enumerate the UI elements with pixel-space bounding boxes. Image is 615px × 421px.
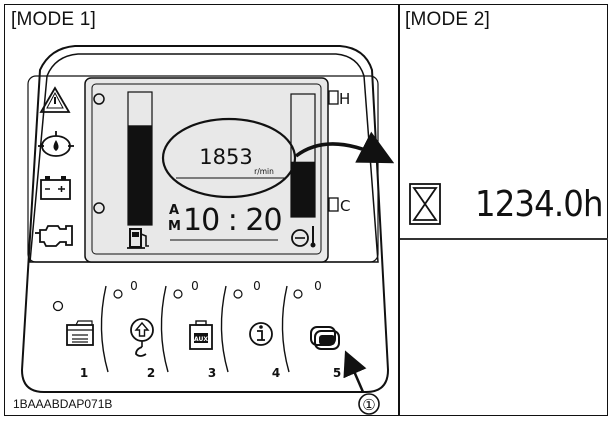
hook-up-arrow-icon[interactable] xyxy=(130,318,154,357)
rpm-value: 1853 xyxy=(199,145,252,169)
fuel-pump-icon xyxy=(127,228,149,249)
button-divider-2 xyxy=(160,285,169,373)
button-led-3 xyxy=(173,289,183,299)
gauge-c-label: C xyxy=(340,197,350,215)
led-label-2: 0 xyxy=(130,279,138,293)
aux-icon[interactable]: AUX xyxy=(189,320,213,350)
battery-charge-icon xyxy=(40,176,71,200)
info-icon[interactable] xyxy=(249,322,273,346)
lcd-inner-border xyxy=(91,83,322,255)
meter-panel-housing xyxy=(20,45,390,393)
button-number-1: 1 xyxy=(80,366,88,380)
hour-meter-value: 1234.0h xyxy=(475,184,604,225)
aux-icon-text: AUX xyxy=(194,336,208,343)
button-divider-3 xyxy=(220,285,229,373)
display-switch-icon[interactable] xyxy=(310,326,340,350)
hour-meter-underline xyxy=(400,238,608,240)
hourglass-icon xyxy=(409,183,441,225)
fuel-gauge-fill xyxy=(128,125,152,226)
document-code: 1BAAABDAP071B xyxy=(13,397,113,411)
engine-warning-icon xyxy=(35,225,73,247)
clock-am-marker: A xyxy=(169,203,179,218)
callout-number: ① xyxy=(362,396,375,414)
indicator-lamp-bottom-left xyxy=(93,202,105,214)
clock-time: 10 : 20 xyxy=(183,203,282,238)
mode-divider xyxy=(398,4,400,416)
mode1-label: [MODE 1] xyxy=(11,9,97,30)
callout-circle xyxy=(358,393,380,415)
oil-pressure-icon xyxy=(38,131,74,157)
warning-triangle-icon xyxy=(39,86,71,113)
rpm-unit: r/min xyxy=(254,167,274,176)
temp-gauge-fill xyxy=(291,161,315,218)
button-led-4 xyxy=(233,289,243,299)
button-number-4: 4 xyxy=(272,366,280,380)
coolant-temp-icon xyxy=(291,226,316,248)
document-menu-icon[interactable] xyxy=(66,320,94,346)
button-number-5: 5 xyxy=(333,366,341,380)
clock-m-marker: M xyxy=(168,219,181,234)
button-led-2 xyxy=(113,289,123,299)
led-label-4: 0 xyxy=(253,279,261,293)
button-divider-1 xyxy=(100,285,109,373)
callout-leader xyxy=(343,350,367,393)
led-label-3: 0 xyxy=(191,279,199,293)
button-divider-4 xyxy=(281,285,290,373)
figure-frame xyxy=(4,4,608,416)
gauge-h-label: H xyxy=(339,90,350,108)
button-led-5 xyxy=(293,289,303,299)
button-number-2: 2 xyxy=(147,366,155,380)
indicator-lamp-top-left xyxy=(93,93,105,105)
gauge-h-mark xyxy=(328,90,339,105)
gauge-c-mark xyxy=(328,197,339,212)
rpm-highlight-ellipse xyxy=(161,117,297,199)
mode-switch-arrow xyxy=(294,131,395,164)
mode2-label: [MODE 2] xyxy=(405,9,491,30)
button-area-lamp xyxy=(52,300,64,312)
led-label-5: 0 xyxy=(314,279,322,293)
button-number-3: 3 xyxy=(208,366,216,380)
